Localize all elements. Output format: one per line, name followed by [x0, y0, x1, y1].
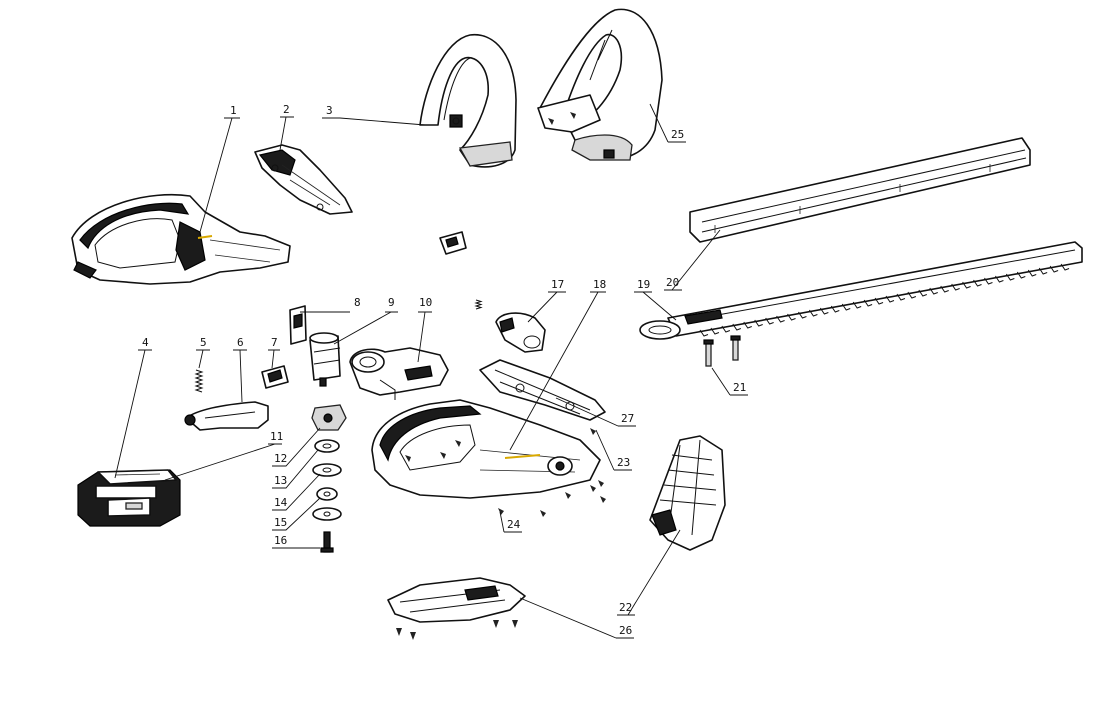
part-1-rear-handle-housing — [71, 193, 291, 285]
part-12-washer — [314, 439, 340, 453]
leader-lines — [114, 103, 748, 639]
blade-tooth — [754, 319, 763, 327]
blade-tooth — [962, 281, 971, 289]
blade-tooth — [940, 285, 949, 293]
blade-tooth — [819, 307, 829, 315]
part-11-gear-assembly — [311, 404, 347, 431]
callout-21: 21 — [733, 381, 746, 394]
part-14-eccentric — [316, 487, 338, 501]
blade-tooth — [776, 315, 785, 323]
blade-tooth — [1038, 267, 1048, 275]
blade-tooth — [765, 317, 774, 325]
switch-block — [439, 231, 467, 255]
part-16-bolt — [320, 531, 334, 553]
part-13-gear — [312, 463, 342, 477]
blade-tooth — [907, 291, 917, 299]
blade-tooth — [951, 283, 960, 291]
blade-tooth — [1016, 271, 1026, 279]
part-9-motor — [309, 332, 341, 387]
callout-19: 19 — [637, 278, 650, 291]
part-25-guard-handle — [537, 8, 663, 161]
blade-tooth — [710, 327, 720, 335]
callout-labels: 1 2 3 4 5 6 7 8 9 10 11 12 13 14 15 16 1… — [142, 103, 746, 637]
callout-5: 5 — [200, 336, 207, 349]
blade-tooth — [863, 299, 873, 307]
blade-tooth — [918, 289, 927, 297]
small-spring — [474, 299, 483, 310]
part-26-bottom-cover — [387, 577, 526, 640]
blade-tooth — [743, 321, 752, 329]
callout-27: 27 — [621, 412, 634, 425]
blade-tooth — [885, 295, 895, 303]
callout-10: 10 — [419, 296, 432, 309]
callout-24: 24 — [507, 518, 521, 531]
part-4-battery-pack — [77, 469, 181, 527]
callout-2: 2 — [283, 103, 290, 116]
blade-tooth — [699, 329, 709, 337]
callout-4: 4 — [142, 336, 149, 349]
blade-tooth — [721, 325, 731, 333]
blade-tooth — [1060, 263, 1070, 271]
callout-3: 3 — [326, 104, 333, 117]
blade-tooth — [1027, 269, 1037, 277]
part-20-blade-cover — [689, 137, 1031, 243]
callout-23: 23 — [617, 456, 630, 469]
blade-tooth — [808, 309, 818, 317]
callout-11: 11 — [270, 430, 283, 443]
blade-tooth — [1049, 265, 1059, 273]
part-5-spring — [194, 369, 204, 393]
part-2-cover-plate — [254, 144, 353, 215]
callout-1: 1 — [230, 104, 237, 117]
callout-26: 26 — [619, 624, 632, 637]
blade-tooth — [929, 287, 938, 295]
part-21-screws — [703, 335, 741, 367]
blade-tooth — [984, 277, 993, 285]
part-8-pcb-plate — [289, 305, 307, 345]
part-15-washer — [312, 507, 342, 521]
blade-tooth — [994, 275, 1004, 283]
blade-tooth — [1005, 273, 1015, 281]
part-22-hand-guard — [649, 435, 726, 551]
part-7-micro-switch — [261, 365, 289, 389]
callout-14: 14 — [274, 496, 288, 509]
callout-8: 8 — [354, 296, 361, 309]
callout-18: 18 — [593, 278, 606, 291]
blade-tooth — [852, 301, 862, 309]
blade-tooth — [798, 311, 807, 319]
blade-tooth — [732, 323, 741, 331]
main-body-housing — [371, 399, 601, 499]
callout-6: 6 — [237, 336, 244, 349]
callout-12: 12 — [274, 452, 287, 465]
callout-25: 25 — [671, 128, 684, 141]
part-23-screw — [590, 428, 596, 435]
blade-tooth — [896, 293, 906, 301]
part-3-front-handle — [419, 34, 517, 168]
callout-16: 16 — [274, 534, 287, 547]
part-6-trigger-lever — [184, 401, 269, 431]
blade-teeth — [699, 263, 1070, 337]
callout-7: 7 — [271, 336, 278, 349]
callout-13: 13 — [274, 474, 287, 487]
callout-22: 22 — [619, 601, 632, 614]
part-27-inner-frame — [479, 359, 606, 421]
callout-15: 15 — [274, 516, 287, 529]
blade-tooth — [973, 279, 982, 287]
blade-tooth — [830, 305, 840, 313]
callout-20: 20 — [666, 276, 679, 289]
blade-tooth — [841, 303, 851, 311]
callout-9: 9 — [388, 296, 395, 309]
part-10-gearbox-housing — [349, 347, 449, 400]
part-17-blade-clamp — [495, 312, 546, 353]
blade-tooth — [787, 313, 796, 321]
blade-tooth — [874, 297, 884, 305]
part-19-cutting-blade — [639, 241, 1083, 340]
callout-17: 17 — [551, 278, 564, 291]
